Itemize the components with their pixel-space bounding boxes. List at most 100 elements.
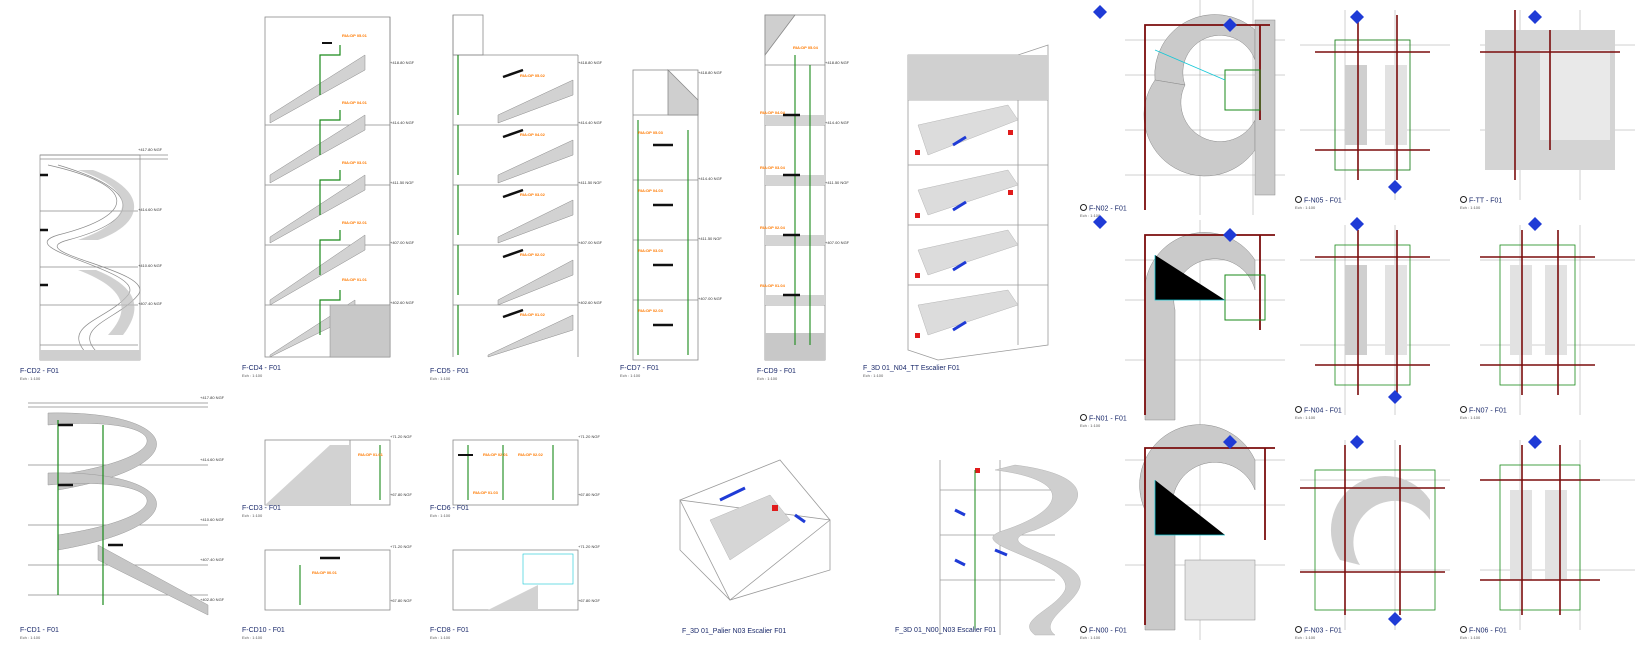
hydrant-tag: RIA:DP 04.01 — [342, 100, 367, 105]
floor-plan-drawing — [1300, 225, 1450, 415]
level-marker: +71.20 NGF — [390, 434, 412, 439]
grid-bubble-icon — [1350, 10, 1364, 24]
level-marker: +414.40 NGF — [825, 120, 850, 125]
level-marker: +67.80 NGF — [390, 598, 412, 603]
spiral-stair-section-drawing — [28, 402, 209, 616]
hydrant-tag: RIA:DP 04.04 — [760, 110, 785, 115]
stair-section-drawing — [764, 14, 826, 361]
floor-plan-drawing — [1480, 10, 1635, 200]
grid-bubble-icon — [1223, 18, 1237, 32]
grid-bubble-icon — [1388, 390, 1402, 404]
level-marker: +414.40 NGF — [698, 176, 723, 181]
stair-section-drawing — [452, 549, 579, 611]
hydrant-tag: RIA:DP 02.01 — [342, 220, 367, 225]
view-marker-icon — [1460, 626, 1467, 633]
spiral-stair-section-drawing — [39, 154, 168, 361]
level-marker: +414.40 NGF — [390, 120, 415, 125]
level-marker: +407.40 NGF — [200, 557, 225, 562]
view-3d-palier-n03[interactable]: F_3D 01_Palier N03 Escalier F01 — [670, 450, 835, 640]
grid-bubble-icon — [1223, 228, 1237, 242]
view-marker-icon — [1080, 204, 1087, 211]
floor-plan-drawing — [1125, 424, 1285, 640]
hydrant-tag: RIA:DP 04.02 — [520, 132, 545, 137]
grid-bubble-icon — [1388, 180, 1402, 194]
hydrant-tag: RIA:DP 01.01 — [342, 277, 367, 282]
floor-plan-drawing — [1300, 440, 1450, 630]
level-marker: +407.00 NGF — [825, 240, 850, 245]
view-marker-icon — [1460, 406, 1467, 413]
level-marker: +410.60 NGF — [138, 263, 163, 268]
hydrant-tag: RIA:DP 03.01 — [342, 160, 367, 165]
level-marker: +407.00 NGF — [698, 296, 723, 301]
level-marker: +417.80 NGF — [200, 395, 225, 400]
view-f-cd9[interactable]: RIA:DP 05.04 RIA:DP 04.04 RIA:DP 03.04 R… — [755, 14, 865, 381]
stair-section-drawing — [264, 439, 391, 506]
hydrant-tag: RIA:DP 03.04 — [760, 165, 785, 170]
view-f-cd2[interactable]: +417.80 NGF +414.60 NGF +410.60 NGF +407… — [18, 145, 168, 381]
hydrant-tag: RIA:DP 02.01 — [483, 452, 508, 457]
isometric-stair-drawing — [939, 460, 1081, 636]
isometric-stair-drawing — [907, 44, 1049, 361]
view-marker-icon — [1460, 196, 1467, 203]
level-marker: +71.20 NGF — [578, 434, 600, 439]
grid-bubble-icon — [1350, 435, 1364, 449]
view-f-cd5[interactable]: RIA:DP 05.02 RIA:DP 04.02 RIA:DP 03.02 R… — [428, 14, 608, 381]
floor-plan-drawing — [1300, 10, 1450, 200]
view-3d-n00-n03[interactable]: F_3D 01_N00_N03 Escalier F01 — [895, 460, 1105, 640]
view-marker-icon — [1080, 414, 1087, 421]
hydrant-tag: RIA:DP 02.03 — [638, 308, 663, 313]
hydrant-tag: RIA:DP 00.01 — [312, 570, 337, 575]
grid-bubble-icon — [1528, 217, 1542, 231]
level-marker: +407.00 NGF — [578, 240, 603, 245]
grid-bubble-icon — [1388, 612, 1402, 626]
level-marker: +417.80 NGF — [138, 147, 163, 152]
level-marker: +411.50 NGF — [825, 180, 849, 185]
level-marker: +414.60 NGF — [138, 207, 163, 212]
level-marker: +418.80 NGF — [698, 70, 723, 75]
view-title: F_3D 01_N00_N03 Escalier F01 — [895, 627, 997, 634]
view-f-cd10[interactable]: RIA:DP 00.01 +71.20 NGF +67.80 NGF F-CD1… — [240, 540, 420, 640]
level-marker: +71.20 NGF — [390, 544, 412, 549]
hydrant-tag: RIA:DP 03.03 — [638, 248, 663, 253]
grid-bubble-icon — [1528, 435, 1542, 449]
level-marker: +411.50 NGF — [698, 236, 722, 241]
hydrant-tag: RIA:DP 02.02 — [518, 452, 543, 457]
view-f-cd7[interactable]: RIA:DP 05.03 RIA:DP 04.03 RIA:DP 03.03 R… — [618, 69, 728, 378]
view-f-cd3[interactable]: RIA:DP 01.01 +71.20 NGF +67.80 NGF F-CD3… — [240, 430, 420, 520]
view-f-cd1[interactable]: +417.80 NGF +414.60 NGF +410.60 NGF +407… — [18, 395, 233, 640]
view-f-cd4[interactable]: RIA:DP 05.01 RIA:DP 04.01 RIA:DP 03.01 R… — [240, 15, 420, 378]
level-marker: +67.80 NGF — [578, 598, 600, 603]
level-marker: +71.20 NGF — [578, 544, 600, 549]
level-marker: +402.60 NGF — [390, 300, 415, 305]
view-marker-icon — [1295, 626, 1302, 633]
stair-section-drawing — [452, 14, 579, 358]
floor-plan-drawing — [1125, 0, 1285, 215]
grid-bubble-icon — [1223, 435, 1237, 449]
view-marker-icon — [1295, 196, 1302, 203]
level-marker: +402.80 NGF — [200, 597, 225, 602]
level-marker: +410.60 NGF — [200, 517, 225, 522]
view-f-cd6[interactable]: RIA:DP 02.01 RIA:DP 02.02 RIA:DP 01.03 +… — [428, 430, 608, 520]
level-marker: +402.60 NGF — [578, 300, 603, 305]
view-title: F_3D 01_Palier N03 Escalier F01 — [682, 628, 787, 635]
